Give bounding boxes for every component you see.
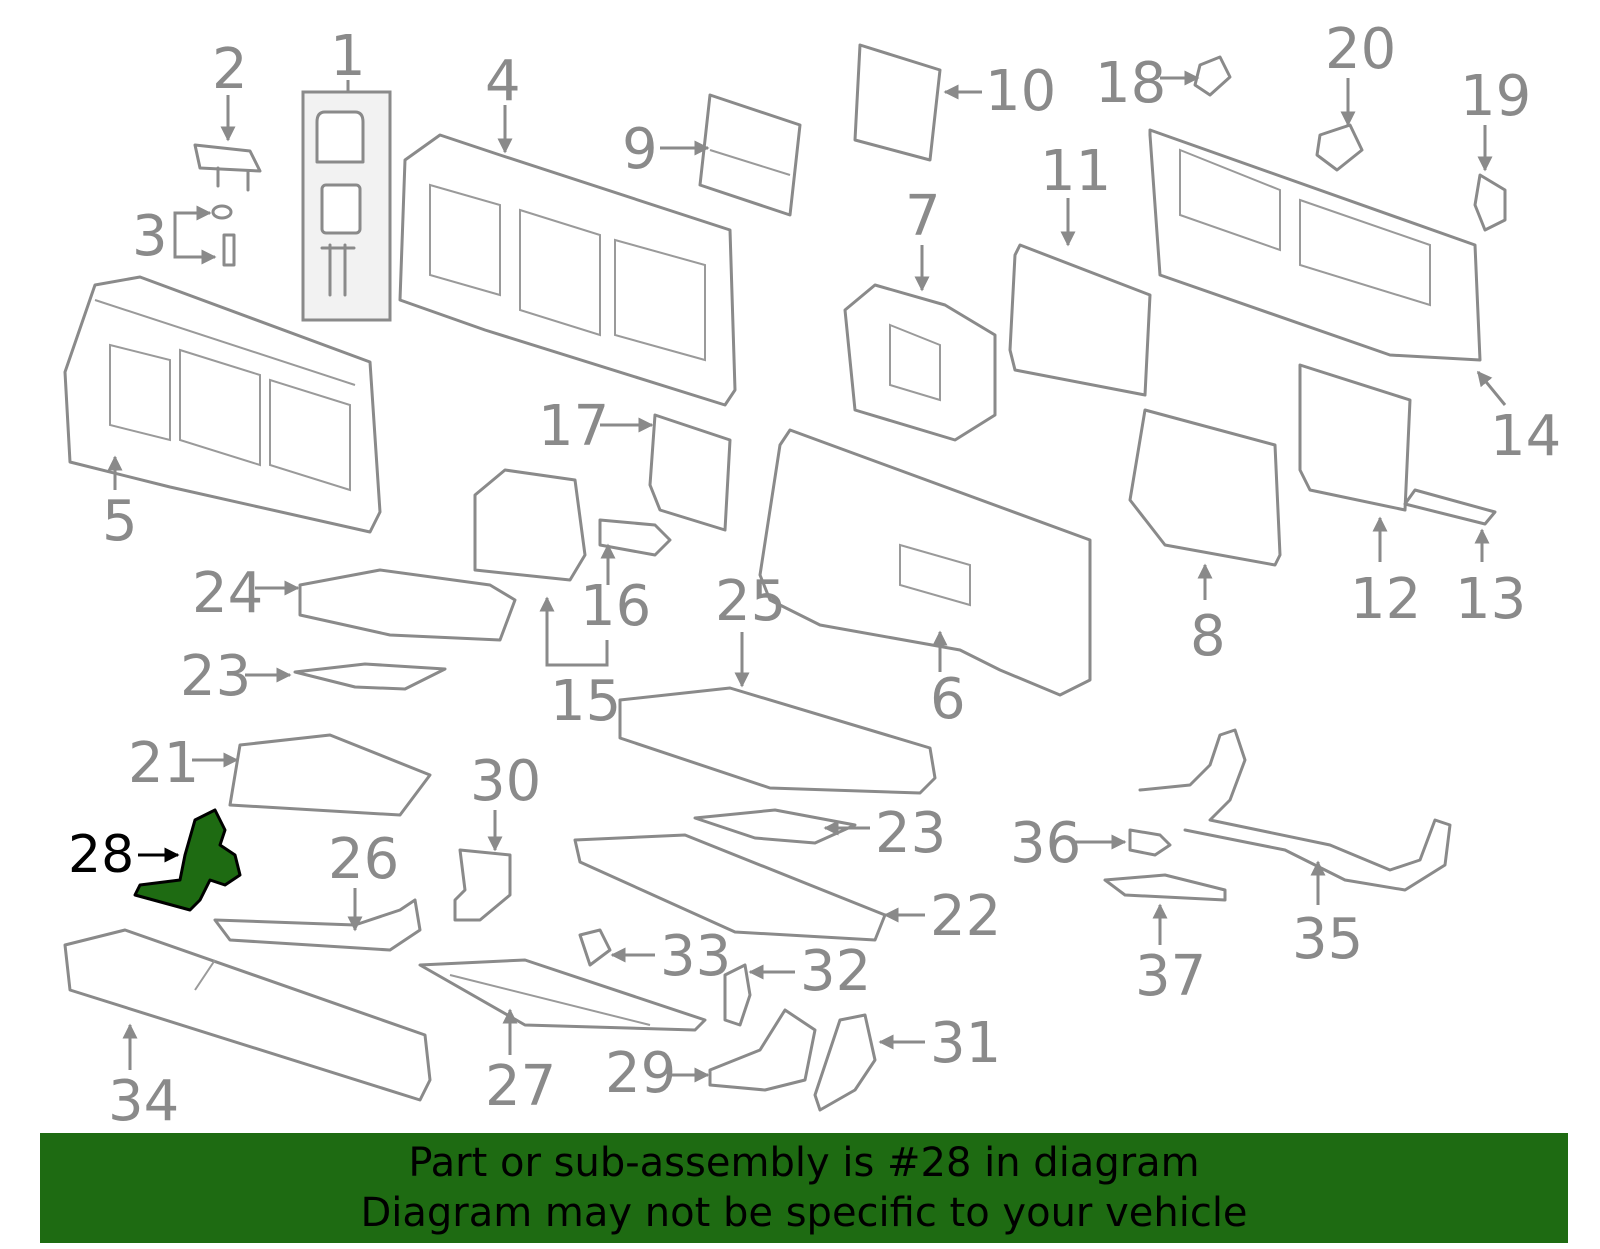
part-16-clip[interactable]	[598, 518, 672, 557]
part-3-bolt-washer[interactable]	[211, 204, 236, 267]
callout-30: 30	[470, 749, 541, 814]
part-36-connector[interactable]	[1128, 828, 1172, 857]
callout-20: 20	[1325, 17, 1396, 82]
callout-13: 13	[1455, 567, 1526, 632]
part-33-clip[interactable]	[578, 928, 612, 967]
part-18-hinge[interactable]	[1193, 55, 1232, 97]
callout-17: 17	[538, 394, 609, 459]
callout-3: 3	[132, 204, 168, 269]
part-12-panel[interactable]	[1298, 363, 1412, 512]
callout-35: 35	[1292, 907, 1363, 972]
callout-22: 22	[930, 884, 1001, 949]
part-28-highlighted[interactable]	[133, 808, 242, 912]
part-20-hinge[interactable]	[1315, 123, 1364, 172]
callout-33: 33	[660, 924, 731, 989]
part-5-seat-back-frame-left[interactable]	[63, 275, 382, 534]
part-1-headrest-guide-kit[interactable]	[301, 90, 392, 322]
callout-6: 6	[930, 667, 966, 732]
part-31-trim-cover[interactable]	[813, 1013, 877, 1112]
part-29-bracket[interactable]	[708, 1008, 817, 1092]
callout-23a: 23	[180, 644, 251, 709]
callout-4: 4	[485, 49, 521, 114]
callout-29: 29	[605, 1041, 676, 1106]
part-15-armrest[interactable]	[473, 468, 587, 582]
callout-8: 8	[1190, 604, 1226, 669]
callout-31: 31	[930, 1011, 1001, 1076]
callout-28: 28	[68, 825, 134, 885]
part-30-bracket[interactable]	[453, 848, 512, 922]
callout-24: 24	[192, 561, 263, 626]
part-13-pad[interactable]	[1403, 488, 1497, 526]
part-7-bracket[interactable]	[843, 283, 997, 442]
part-14-rear-panel[interactable]	[1148, 128, 1482, 362]
callout-16: 16	[580, 574, 651, 639]
part-34-trim-panel[interactable]	[63, 928, 432, 1102]
callout-25: 25	[715, 569, 786, 634]
callout-32: 32	[800, 939, 871, 1004]
part-11-back-panel[interactable]	[1008, 243, 1152, 397]
part-25-seat-cushion-right[interactable]	[618, 686, 937, 795]
callout-19: 19	[1460, 64, 1531, 129]
banner-line-2: Diagram may not be specific to your vehi…	[360, 1190, 1248, 1236]
part-19-latch[interactable]	[1473, 173, 1507, 232]
part-8-panel[interactable]	[1128, 408, 1282, 567]
part-9-panel[interactable]	[698, 93, 802, 217]
part-10-panel[interactable]	[853, 43, 942, 162]
callout-37: 37	[1135, 944, 1206, 1009]
callout-9: 9	[622, 117, 658, 182]
part-23-pad-left[interactable]	[293, 662, 447, 691]
part-37-pad[interactable]	[1103, 873, 1227, 902]
info-banner: Part or sub-assembly is #28 in diagram D…	[40, 1133, 1568, 1243]
callout-23b: 23	[875, 801, 946, 866]
part-21-cushion-frame[interactable]	[228, 733, 432, 817]
part-22-cushion-frame[interactable]	[573, 833, 887, 942]
callout-5: 5	[102, 489, 138, 554]
callout-12: 12	[1350, 567, 1421, 632]
callout-34: 34	[108, 1069, 179, 1134]
callout-1: 1	[330, 24, 366, 89]
callout-36: 36	[1010, 811, 1081, 876]
part-4-seat-back-frame-right[interactable]	[398, 133, 737, 407]
callout-26: 26	[328, 827, 399, 892]
part-17-panel[interactable]	[648, 413, 732, 532]
part-26-bracket[interactable]	[213, 898, 422, 952]
callout-10: 10	[985, 59, 1056, 124]
banner-line-1: Part or sub-assembly is #28 in diagram	[408, 1140, 1200, 1186]
callout-11: 11	[1040, 139, 1111, 204]
part-2-headrest[interactable]	[193, 143, 262, 192]
callout-2: 2	[212, 37, 248, 102]
callout-27: 27	[485, 1054, 556, 1119]
callout-21: 21	[128, 731, 199, 796]
callout-15: 15	[550, 669, 621, 734]
callout-14: 14	[1490, 404, 1561, 469]
callout-18: 18	[1095, 51, 1166, 116]
part-6-back-panel-large[interactable]	[758, 428, 1092, 697]
callout-7: 7	[905, 184, 941, 249]
part-24-seat-cushion[interactable]	[298, 568, 517, 642]
part-35-wiring-harness[interactable]	[1138, 728, 1452, 892]
part-32-bracket[interactable]	[723, 963, 752, 1027]
